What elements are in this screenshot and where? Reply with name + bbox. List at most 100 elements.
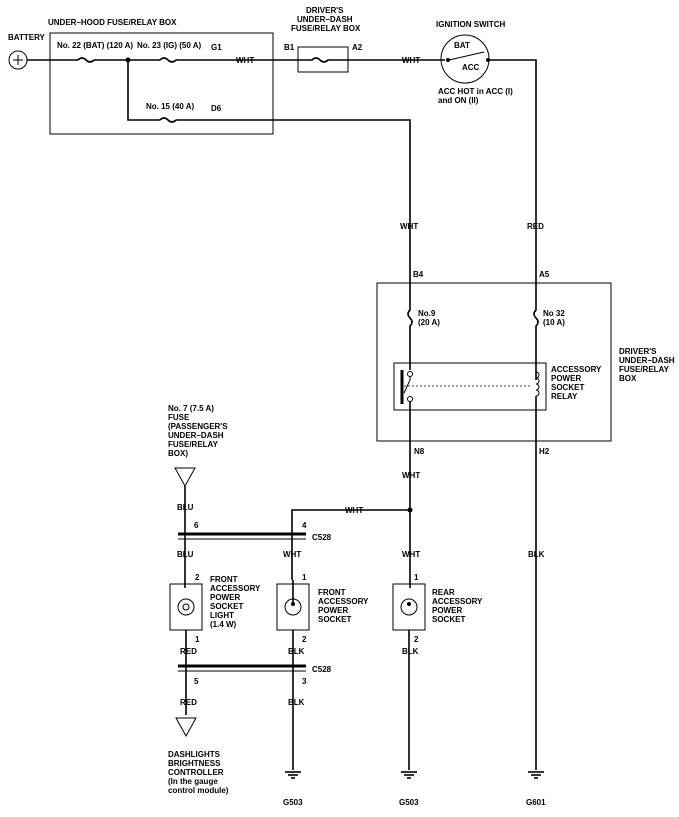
light-pin1: 1 xyxy=(195,635,200,644)
a5-label: A5 xyxy=(539,270,550,279)
battery-symbol xyxy=(8,50,28,70)
light-label-3: POWER xyxy=(210,593,240,602)
fuse9-symbol xyxy=(407,300,413,370)
front-label-3: POWER xyxy=(318,606,348,615)
wire-red-acc: RED xyxy=(527,222,544,231)
wire-blk-front-bottom: BLK xyxy=(288,698,305,707)
fuse32-symbol xyxy=(533,300,539,380)
n8-label: N8 xyxy=(414,447,425,456)
wire-red-top: RED xyxy=(180,647,197,656)
rear-pin1: 1 xyxy=(414,573,419,582)
light-pin2: 2 xyxy=(195,573,200,582)
relay-coil xyxy=(535,371,540,397)
ground-g503b-label: G503 xyxy=(399,798,419,807)
dimmer-arrow xyxy=(175,717,197,738)
fuse7-label-3: (PASSENGER'S xyxy=(168,422,228,431)
driver-top-title-2: UNDER–DASH xyxy=(297,15,353,24)
fuse15-symbol xyxy=(159,117,177,123)
ignition-title: IGNITION SWITCH xyxy=(436,20,506,29)
dimmer-label-3: CONTROLLER xyxy=(168,768,224,777)
fuse15-label: No. 15 (40 A) xyxy=(146,102,194,111)
driver-top-title-3: FUSE/RELAY BOX xyxy=(291,24,361,33)
fuse22-label: No. 22 (BAT) (120 A) xyxy=(57,41,133,50)
relay-label-2: POWER xyxy=(551,374,581,383)
dimmer-label-2: BRIGHTNESS xyxy=(168,759,221,768)
fuse23-symbol xyxy=(159,57,177,63)
wire-red-bottom: RED xyxy=(180,698,197,707)
wire-blu-top: BLU xyxy=(177,503,194,512)
fuse22-symbol xyxy=(77,57,95,63)
driver-main-label-1: DRIVER'S xyxy=(619,347,657,356)
wire-blk-rear: BLK xyxy=(402,647,419,656)
h2-label: H2 xyxy=(539,447,550,456)
battery-label: BATTERY xyxy=(8,33,46,42)
driver-top-fuse xyxy=(298,57,348,63)
fuse9-label-1: No.9 xyxy=(418,309,436,318)
g1-label: G1 xyxy=(211,43,222,52)
socket-light-bulb xyxy=(177,598,195,616)
relay-label-1: ACCESSORY xyxy=(551,365,602,374)
a2-label: A2 xyxy=(352,43,363,52)
c528-bottom-label: C528 xyxy=(312,665,332,674)
b4-label: B4 xyxy=(413,270,424,279)
front-label-1: FRONT xyxy=(318,588,346,597)
relay-label-4: RELAY xyxy=(551,392,578,401)
wire-wht-front: WHT xyxy=(283,550,301,559)
rear-label-1: REAR xyxy=(432,588,455,597)
rear-socket-box xyxy=(392,583,426,631)
socket-light-box xyxy=(169,583,203,631)
fuse7-label-2: FUSE xyxy=(168,413,190,422)
fuse7-arrow xyxy=(174,467,196,488)
ground-g601-label: G601 xyxy=(526,798,546,807)
light-label-1: FRONT xyxy=(210,575,238,584)
driver-main-label-4: BOX xyxy=(619,374,637,383)
front-label-2: ACCESSORY xyxy=(318,597,369,606)
driver-main-box xyxy=(376,282,612,442)
front-label-4: SOCKET xyxy=(318,615,351,624)
ignition-acc: ACC xyxy=(462,63,480,72)
underhood-box xyxy=(49,32,274,135)
light-label-4: SOCKET xyxy=(210,602,243,611)
ignition-note-2: and ON (II) xyxy=(438,96,479,105)
pin4-label: 4 xyxy=(302,521,307,530)
wire-wht-n8: WHT xyxy=(402,471,420,480)
d6-label: D6 xyxy=(211,104,222,113)
front-pin2: 2 xyxy=(302,635,307,644)
fuse32-label-1: No 32 xyxy=(543,309,565,318)
rear-pin2: 2 xyxy=(414,635,419,644)
dimmer-label-1: DASHLIGHTS xyxy=(168,750,221,759)
wire-wht-rear: WHT xyxy=(402,550,420,559)
wire-wht-d6: WHT xyxy=(400,222,418,231)
rear-label-2: ACCESSORY xyxy=(432,597,483,606)
fuse7-label-5: FUSE/RELAY xyxy=(168,440,219,449)
fuse7-label-4: UNDER–DASH xyxy=(168,431,224,440)
fuse7-label-6: BOX) xyxy=(168,449,188,458)
c528-top-label: C528 xyxy=(312,533,332,542)
dimmer-label-5: control module) xyxy=(168,786,229,795)
rear-label-4: SOCKET xyxy=(432,615,465,624)
fuse23-label: No. 23 (IG) (50 A) xyxy=(137,41,201,50)
wire-wht-a2: WHT xyxy=(402,56,420,65)
b1-label: B1 xyxy=(284,43,295,52)
fuse7-label-1: No. 7 (7.5 A) xyxy=(168,404,214,413)
ground-g601-symbol xyxy=(528,771,544,779)
relay-label-3: SOCKET xyxy=(551,383,584,392)
wire-wht-g1: WHT xyxy=(236,56,254,65)
ground-g503a-label: G503 xyxy=(283,798,303,807)
light-label-5: LIGHT xyxy=(210,611,234,620)
ground-g503b-symbol xyxy=(401,771,417,779)
driver-top-title-1: DRIVER'S xyxy=(306,6,344,15)
light-label-2: ACCESSORY xyxy=(210,584,261,593)
ignition-note-1: ACC HOT in ACC (I) xyxy=(438,87,513,96)
driver-main-label-2: UNDER–DASH xyxy=(619,356,675,365)
wire-blk-h2: BLK xyxy=(528,550,545,559)
driver-main-label-3: FUSE/RELAY xyxy=(619,365,670,374)
fuse32-label-2: (10 A) xyxy=(543,318,565,327)
front-pin1: 1 xyxy=(302,573,307,582)
light-label-6: (1.4 W) xyxy=(210,620,237,629)
ground-g503a-symbol xyxy=(285,771,301,779)
pin6-label: 6 xyxy=(194,521,199,530)
fuse9-label-2: (20 A) xyxy=(418,318,440,327)
relay-box xyxy=(393,362,547,411)
